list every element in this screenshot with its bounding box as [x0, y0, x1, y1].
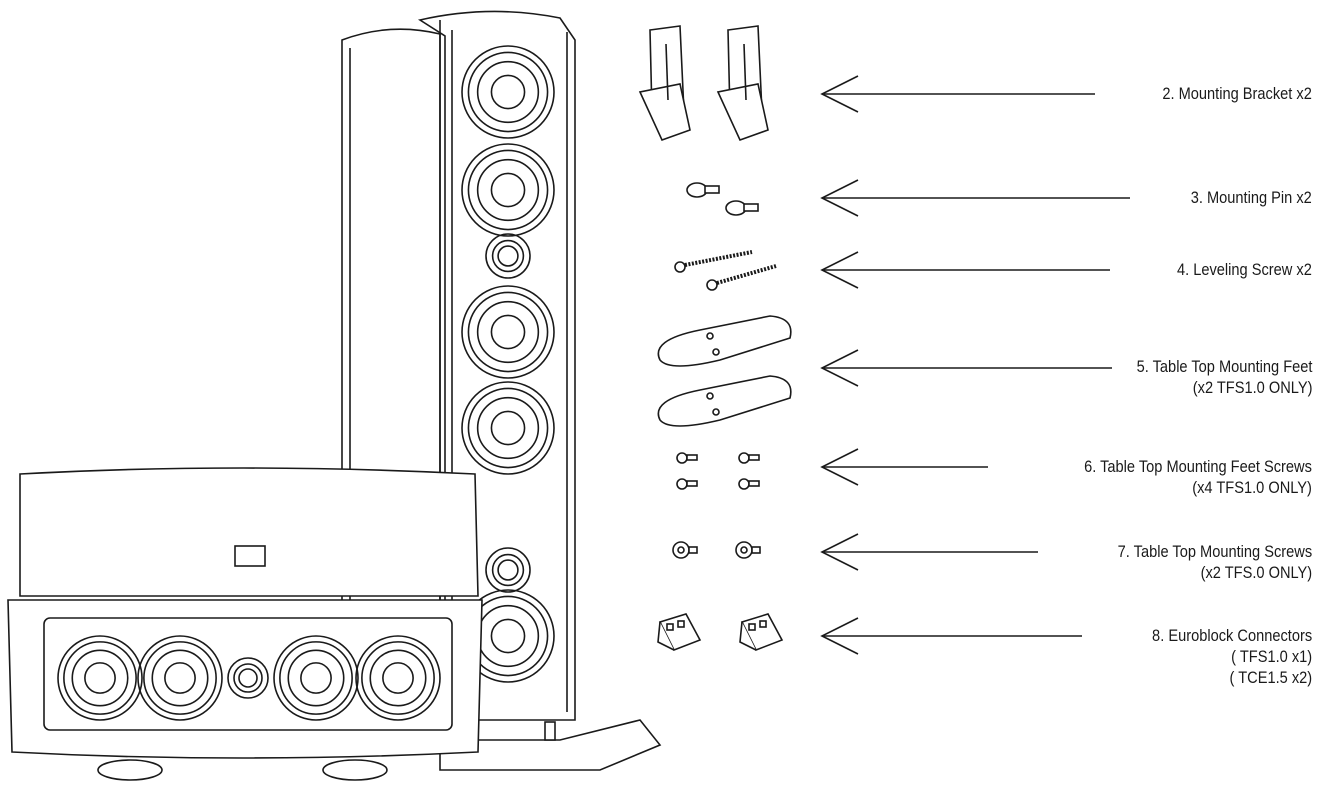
- tower-tweeter: [485, 233, 531, 279]
- label-table-top-feet: 5. Table Top Mounting Feet(x2 TFS1.0 ONL…: [1136, 357, 1312, 397]
- center-speaker: [7, 467, 483, 781]
- tower-tweeter: [485, 547, 531, 593]
- tower-woofer: [461, 381, 555, 475]
- label-leveling-screw: 4. Leveling Screw x2: [1177, 260, 1312, 279]
- leveling-screw-icon: [674, 250, 777, 291]
- mounting-bracket-icon: [638, 25, 769, 142]
- euroblock-connector-icon: [657, 613, 784, 652]
- center-woofer: [355, 635, 441, 721]
- label-mounting-bracket: 2. Mounting Bracket x2: [1162, 84, 1312, 103]
- center-woofer: [273, 635, 359, 721]
- center-woofer: [137, 635, 223, 721]
- center-tweeter: [227, 657, 269, 699]
- feet-screws-icon: [676, 452, 760, 490]
- tower-woofer: [461, 143, 555, 237]
- label-feet-screws: 6. Table Top Mounting Feet Screws(x4 TFS…: [1084, 457, 1312, 497]
- label-euroblock: 8. Euroblock Connectors( TFS1.0 x1)( TCE…: [1151, 626, 1312, 687]
- callout-arrows: [820, 75, 1130, 655]
- mounting-screws-icon: [672, 541, 761, 559]
- label-mounting-pin: 3. Mounting Pin x2: [1190, 188, 1312, 207]
- mounting-pin-icon: [686, 182, 759, 216]
- tower-woofer: [461, 45, 555, 139]
- label-mounting-screws: 7. Table Top Mounting Screws(x2 TFS.0 ON…: [1117, 542, 1312, 582]
- tower-woofer: [461, 285, 555, 379]
- center-woofer: [57, 635, 143, 721]
- table-top-feet-icon: [657, 315, 792, 427]
